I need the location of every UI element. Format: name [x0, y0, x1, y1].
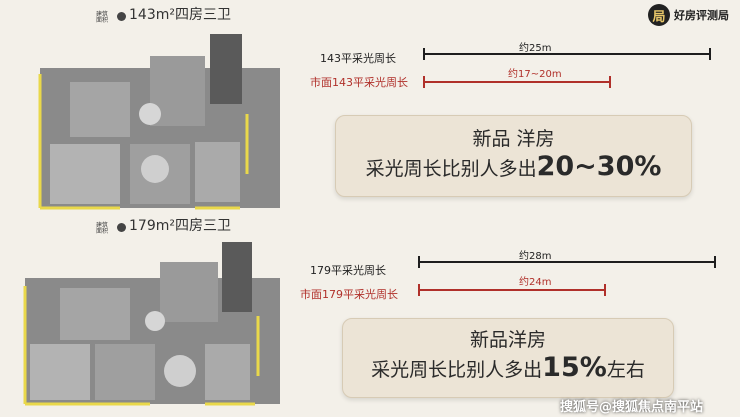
window-lines-2: [23, 286, 260, 406]
top-row1-label: 143平采光周长: [320, 52, 396, 65]
living-room-2: [160, 262, 218, 322]
bottom-callout-line1: 新品洋房: [469, 329, 546, 351]
plan-bottom-title: 179m²四房三卫: [129, 218, 231, 234]
top-row2-label: 市面143平采光周长: [310, 76, 408, 89]
area-prefix-2: 建筑 面积: [96, 222, 109, 235]
top-callout: 新品 洋房 采光周长比别人多出20~30%: [335, 115, 692, 197]
bedroom-4: [205, 344, 250, 400]
bottom-row1-bar: [418, 256, 716, 268]
bottom-row2-value: 约24m: [519, 277, 552, 288]
top-row2-value: 约17~20m: [508, 69, 562, 80]
bottom-callout-percent: 15%: [542, 352, 607, 383]
plan-top-title: 143m²四房三卫: [129, 7, 231, 23]
stair-core: [210, 34, 242, 104]
bottom-row1-value: 约28m: [519, 251, 552, 262]
floor-plan-top: [38, 34, 280, 210]
bottom-callout-suffix: 左右: [606, 359, 645, 381]
bedroom: [70, 82, 130, 137]
stair-core-2: [222, 242, 252, 312]
bottom-callout-prefix: 采光周长比别人多出: [371, 359, 543, 381]
top-callout-percent: 20~30%: [536, 151, 662, 182]
bottom-row2-bar: [418, 284, 606, 296]
brand-logo-icon: 局: [648, 4, 670, 26]
top-row1-value: 约25m: [519, 43, 552, 54]
plan-top-label: 建筑 面积 143m²四房三卫: [96, 4, 231, 24]
round-table-2: [139, 103, 161, 125]
brand: 局 好房评测局: [648, 4, 729, 26]
top-row1-bar: [423, 48, 711, 60]
bullet-icon: [117, 12, 126, 21]
round-table-4: [145, 311, 165, 331]
round-table-3: [164, 355, 196, 387]
round-table: [141, 155, 169, 183]
top-row2-bar: [423, 76, 611, 88]
brand-name: 好房评测局: [674, 9, 729, 22]
bottom-callout-line2: 采光周长比别人多出15%左右: [343, 352, 673, 383]
plan-bottom-label: 建筑 面积 179m²四房三卫: [96, 215, 231, 235]
bullet-icon-2: [117, 223, 126, 232]
bedroom-3: [60, 288, 130, 340]
floor-plan-bottom: [23, 242, 280, 406]
top-callout-prefix: 采光周长比别人多出: [365, 158, 537, 180]
dining-room-2: [95, 344, 155, 400]
top-callout-line1: 新品 洋房: [472, 128, 555, 150]
bottom-row2-label: 市面179平采光周长: [300, 288, 398, 301]
watermark: 搜狐号@搜狐焦点南平站: [560, 400, 704, 415]
master-bedroom-2: [30, 344, 90, 400]
area-prefix: 建筑 面积: [96, 11, 109, 24]
master-bedroom: [50, 144, 120, 204]
bedroom-2: [195, 142, 240, 202]
window-lines: [38, 74, 249, 210]
top-callout-line2: 采光周长比别人多出20~30%: [336, 151, 691, 182]
bottom-callout: 新品洋房 采光周长比别人多出15%左右: [342, 318, 674, 398]
bottom-row1-label: 179平采光周长: [310, 264, 386, 277]
